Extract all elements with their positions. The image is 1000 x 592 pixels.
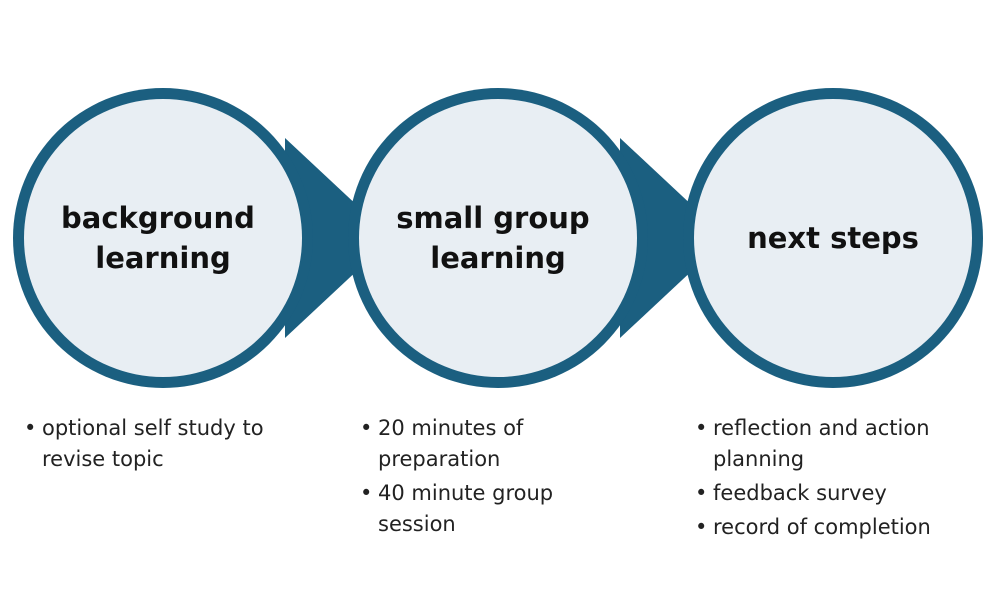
- stage-1-fill: [24, 99, 302, 377]
- stage-1-title-line-2: learning: [95, 241, 230, 275]
- stage-2-arrow-pointer: [620, 138, 727, 338]
- stage-1-bullet-list: optional self study to revise topic: [24, 413, 324, 478]
- stage-3-bullet-2: feedback survey: [695, 478, 995, 509]
- stage-3: next steps: [683, 88, 983, 388]
- stage-1-title: background learning: [61, 201, 265, 275]
- stage-2: small group learning: [348, 88, 727, 388]
- stage-2-bullet-list: 20 minutes of preparation 40 minute grou…: [360, 413, 600, 543]
- stage-2-title: small group learning: [396, 201, 600, 275]
- stage-3-bullet-list: reflection and action planning feedback …: [695, 413, 995, 546]
- stage-1-title-line-1: background: [61, 201, 255, 235]
- stage-1-arrow-pointer: [285, 138, 392, 338]
- stage-2-title-line-2: learning: [430, 241, 565, 275]
- stage-2-bullet-2: 40 minute group session: [360, 478, 600, 540]
- stage-3-title: next steps: [747, 221, 919, 255]
- stage-2-fill: [359, 99, 637, 377]
- stage-3-bullet-1: reflection and action planning: [695, 413, 995, 475]
- stage-1: background learning: [13, 88, 392, 388]
- stage-1-bullet-1: optional self study to revise topic: [24, 413, 324, 475]
- stage-3-fill: [694, 99, 972, 377]
- stage-3-bullet-3: record of completion: [695, 512, 995, 543]
- stage-2-bullet-1: 20 minutes of preparation: [360, 413, 600, 475]
- stage-2-title-line-1: small group: [396, 201, 589, 235]
